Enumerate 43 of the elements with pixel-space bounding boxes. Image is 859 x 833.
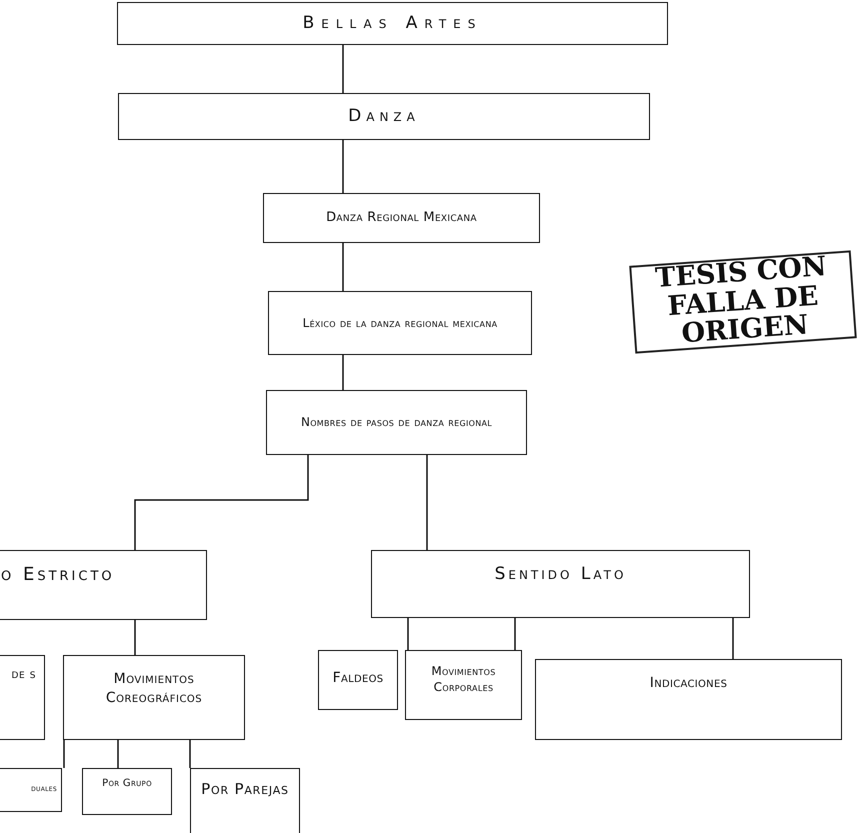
node-label: Por Grupo [102,777,152,790]
node-label: o Estricto [1,563,115,587]
category-box [117,2,668,45]
category-box [318,650,398,710]
category-box [190,768,300,833]
connector-line [342,243,344,291]
connector-line [134,455,309,550]
node-label: Bellas Artes [302,12,482,35]
category-box [371,550,750,618]
category-box [82,768,172,815]
connector-line [117,740,119,768]
category-box [263,193,540,243]
stamp-text: TESIS CON FALLA DE ORIGEN [653,252,829,352]
node-label: Sentido Lato [494,563,626,586]
category-box [118,93,650,140]
category-box [405,650,522,720]
node-label: Danza Regional Mexicana [326,209,477,227]
category-box [0,768,62,812]
connector-line [732,618,734,659]
category-box [0,550,207,620]
node-label: Indicaciones [650,674,728,693]
category-box [268,291,532,355]
node-label: de s [10,666,36,684]
connector-line [342,140,344,193]
category-box [266,390,527,455]
connector-line [407,618,409,650]
connector-line [189,740,191,768]
category-box [63,655,245,740]
node-label: Movimientos Corporales [430,663,497,696]
connector-line [426,455,428,550]
node-label: Movimientos Coreográficos [104,670,204,708]
node-label: Léxico de la danza regional mexicana [302,314,498,332]
connector-line [342,355,344,390]
node-label: Danza [348,105,420,128]
category-box [535,659,842,740]
node-label: Por Parejas [201,779,289,800]
node-label: Faldeos [332,669,384,688]
connector-line [134,620,136,655]
connector-line [63,740,65,768]
node-label: Nombres de pasos de danza regional [300,414,492,431]
connector-line [342,45,344,93]
connector-line [514,618,516,650]
node-label: duales [31,783,57,796]
